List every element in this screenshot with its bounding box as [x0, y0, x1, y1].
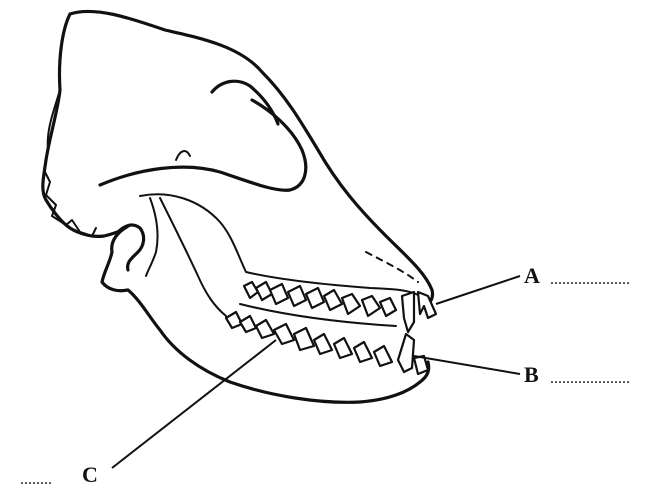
leader-line-a — [436, 276, 520, 304]
cranium-outline — [43, 11, 433, 306]
maxilla-edge — [140, 194, 420, 296]
leader-line-c — [112, 340, 276, 468]
ramus-line — [160, 198, 226, 316]
nasal-dash — [366, 252, 418, 282]
occipital-edge — [44, 90, 96, 236]
upper-canine — [402, 292, 414, 332]
mandible-outline — [102, 226, 429, 402]
label-c: C — [82, 464, 98, 486]
temporal-notch — [176, 151, 190, 160]
orbit — [212, 81, 278, 124]
answer-blank-b[interactable]: .................... — [550, 371, 630, 387]
label-b: B — [524, 364, 539, 386]
condyle — [146, 198, 158, 276]
answer-blank-c[interactable]: ........ — [20, 472, 52, 488]
lower-teeth — [226, 312, 392, 366]
label-a: A — [524, 265, 540, 287]
lower-canine — [398, 334, 414, 372]
answer-blank-a[interactable]: .................... — [550, 272, 630, 288]
